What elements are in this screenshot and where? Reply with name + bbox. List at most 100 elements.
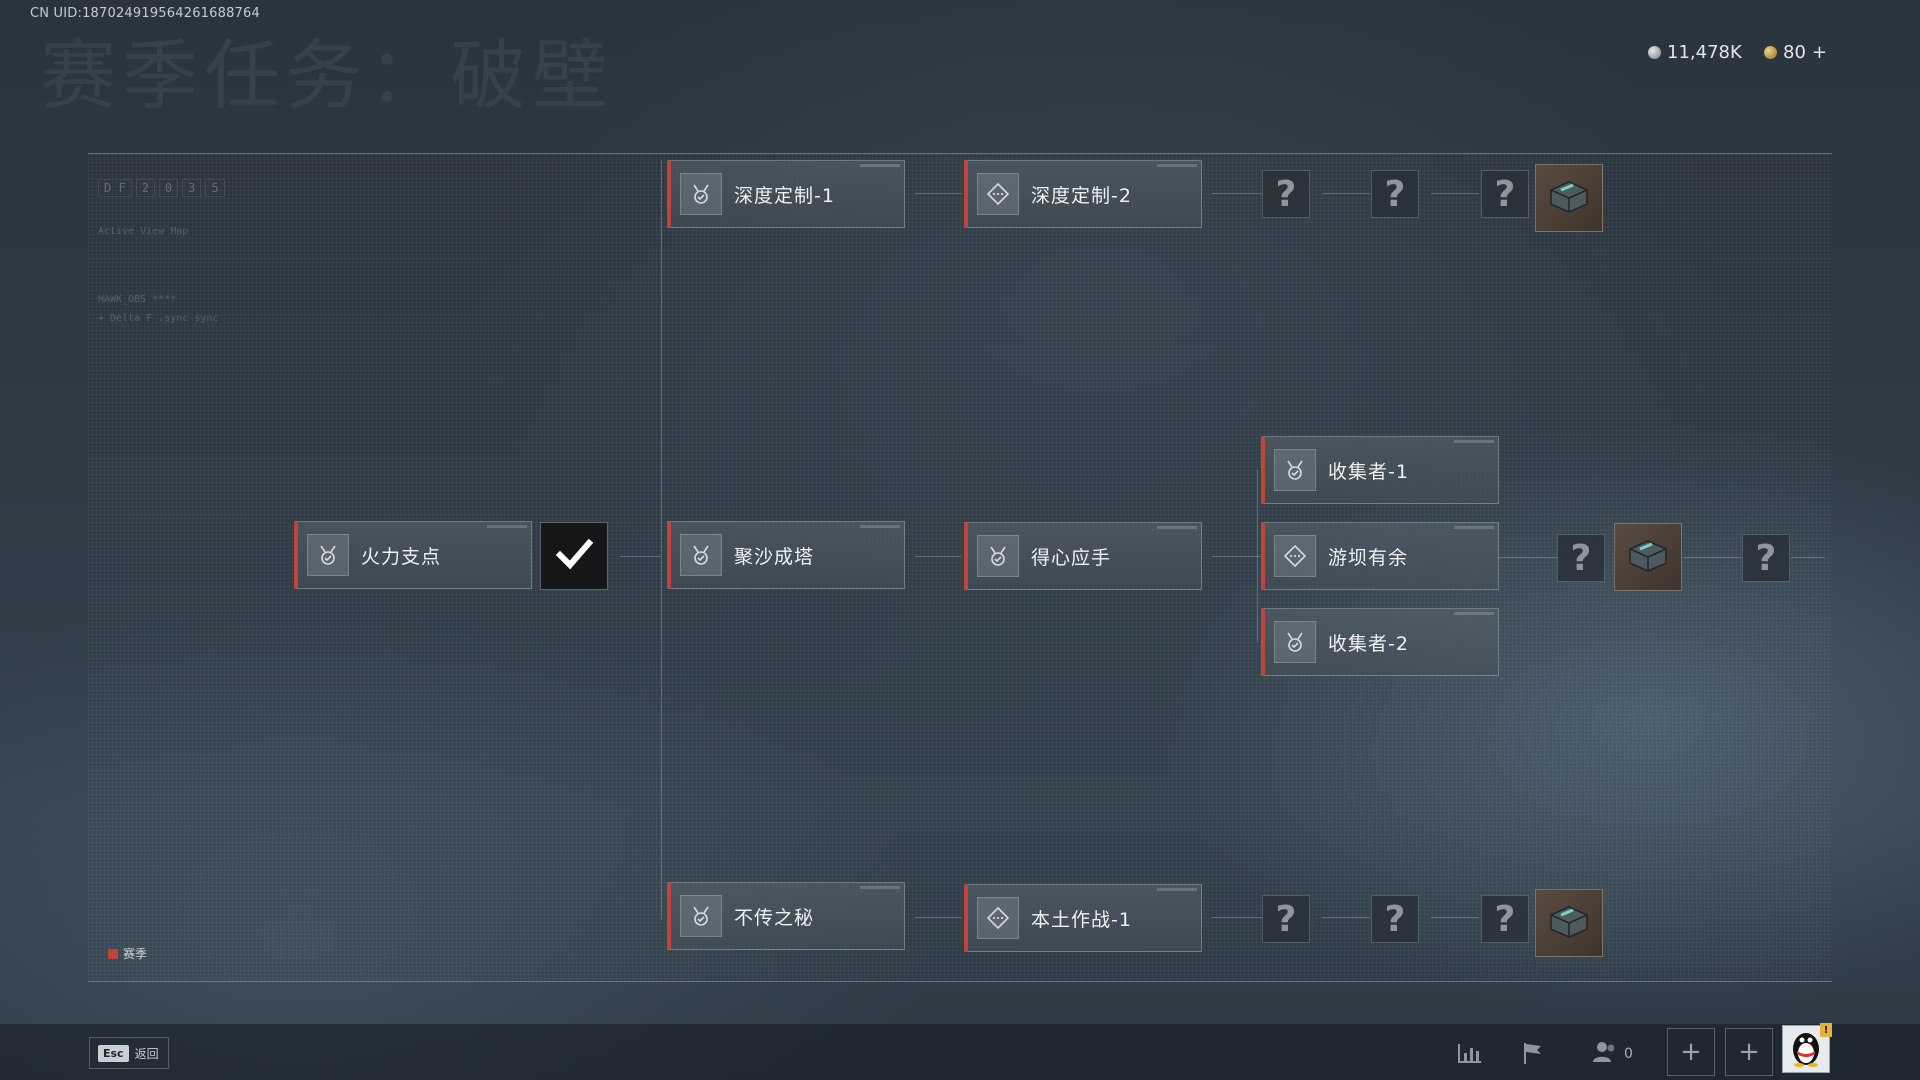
card-tag (860, 886, 900, 889)
unknown-task-box[interactable]: ? (1262, 895, 1310, 943)
connector-line (620, 556, 661, 557)
task-name: 深度定制-2 (1031, 184, 1132, 207)
connector-line (1791, 557, 1825, 558)
task-complete-check[interactable] (540, 522, 608, 590)
df-code-part: 2 (135, 179, 155, 197)
medal-icon (680, 895, 722, 937)
friends-icon (1592, 1040, 1618, 1068)
dash-diamond-icon (977, 897, 1019, 939)
unknown-task-box[interactable]: ? (1481, 170, 1529, 218)
gold-amount: 80 (1783, 42, 1806, 63)
task-card-t5[interactable]: 得心应手 (964, 522, 1202, 590)
medal-icon (680, 534, 722, 576)
task-card-t2[interactable]: 深度定制-1 (667, 160, 905, 228)
gold-coin-icon (1764, 46, 1777, 59)
task-name: 收集者-2 (1328, 632, 1409, 655)
connector-line (1322, 193, 1370, 194)
task-name: 火力支点 (361, 545, 442, 568)
hud-active-view-map: Active View Map (98, 226, 189, 237)
card-tag (1454, 612, 1494, 615)
silver-currency: 11,478K (1648, 42, 1742, 63)
task-card-t8[interactable]: 收集者-2 (1261, 608, 1499, 676)
bottom-bar (0, 1024, 1920, 1080)
connector-line (1684, 557, 1741, 558)
connector-line (1431, 917, 1479, 918)
back-button[interactable]: Esc 返回 (89, 1037, 169, 1069)
reward-crate[interactable] (1535, 164, 1603, 232)
medal-icon (1274, 449, 1316, 491)
df-code-part: 3 (182, 179, 202, 197)
df-code: D F 2 0 3 5 (98, 179, 225, 197)
hud-delta-label: + Delta F .sync sync (98, 313, 219, 324)
legend-label: 赛季 (123, 947, 148, 961)
gold-add-button[interactable]: + (1811, 42, 1827, 63)
card-tag (1157, 888, 1197, 891)
unknown-task-box[interactable]: ? (1262, 170, 1310, 218)
card-tag (1454, 526, 1494, 529)
df-code-part: 5 (205, 179, 225, 197)
task-name: 本土作战-1 (1031, 908, 1132, 931)
add-slot-button[interactable]: + (1667, 1028, 1715, 1076)
hud-hawk-label: HAWK_OBS **** (98, 294, 177, 305)
connector-line (1212, 917, 1262, 918)
medal-icon (1274, 621, 1316, 663)
friends-count: 0 (1624, 1046, 1633, 1062)
task-card-t4[interactable]: 聚沙成塔 (667, 521, 905, 589)
back-label: 返回 (134, 1046, 159, 1061)
crate-icon (1547, 176, 1591, 220)
connector-line (1499, 557, 1557, 558)
task-card-t6[interactable]: 收集者-1 (1261, 436, 1499, 504)
player-uid: CN UID:1870249195642616887​64 (30, 6, 260, 21)
flag-icon[interactable] (1516, 1036, 1550, 1070)
connector-line (1322, 917, 1370, 918)
crate-icon (1626, 535, 1670, 579)
avatar[interactable]: ! (1782, 1023, 1832, 1073)
connector-line (1212, 193, 1262, 194)
crate-icon (1547, 901, 1591, 945)
task-name: 不传之秘 (734, 906, 815, 929)
task-card-t10[interactable]: 本土作战-1 (964, 884, 1202, 952)
reward-crate[interactable] (1535, 889, 1603, 957)
connector-line (915, 917, 962, 918)
connector-line (1212, 556, 1262, 557)
df-code-part: 0 (158, 179, 179, 197)
task-name: 聚沙成塔 (734, 545, 815, 568)
unknown-task-box[interactable]: ? (1371, 170, 1419, 218)
connector-line (915, 556, 962, 557)
add-slot-button[interactable]: + (1725, 1028, 1773, 1076)
friends-button[interactable]: 0 (1592, 1040, 1633, 1068)
connector-line (661, 160, 662, 920)
medal-icon (307, 534, 349, 576)
card-tag (487, 525, 527, 528)
task-name: 深度定制-1 (734, 184, 835, 207)
unknown-task-box[interactable]: ? (1481, 895, 1529, 943)
notification-badge: ! (1820, 1023, 1832, 1037)
unknown-task-box[interactable]: ? (1742, 534, 1790, 582)
connector-line (915, 193, 962, 194)
unknown-task-box[interactable]: ? (1557, 534, 1605, 582)
task-name: 得心应手 (1031, 546, 1112, 569)
medal-icon (680, 173, 722, 215)
task-name: 游坝有余 (1328, 546, 1409, 569)
legend: 赛季 (108, 945, 147, 962)
task-card-t9[interactable]: 不传之秘 (667, 882, 905, 950)
silver-coin-icon (1648, 46, 1661, 59)
card-tag (1157, 526, 1197, 529)
task-card-t3[interactable]: 深度定制-2 (964, 160, 1202, 228)
silver-amount: 11,478K (1667, 42, 1742, 63)
gold-currency[interactable]: 80 + (1764, 42, 1827, 63)
penguin-avatar-icon (1789, 1027, 1823, 1071)
dash-diamond-icon (977, 173, 1019, 215)
card-tag (1454, 440, 1494, 443)
df-code-part: D F (98, 179, 132, 197)
task-card-t1[interactable]: 火力支点 (294, 521, 532, 589)
connector-line (1257, 470, 1258, 642)
reward-crate[interactable] (1614, 523, 1682, 591)
legend-swatch (108, 948, 118, 959)
stats-icon[interactable] (1453, 1036, 1487, 1070)
checkmark-icon (552, 532, 596, 580)
card-tag (860, 164, 900, 167)
dash-diamond-icon (1274, 535, 1316, 577)
unknown-task-box[interactable]: ? (1371, 895, 1419, 943)
task-card-t7[interactable]: 游坝有余 (1261, 522, 1499, 590)
